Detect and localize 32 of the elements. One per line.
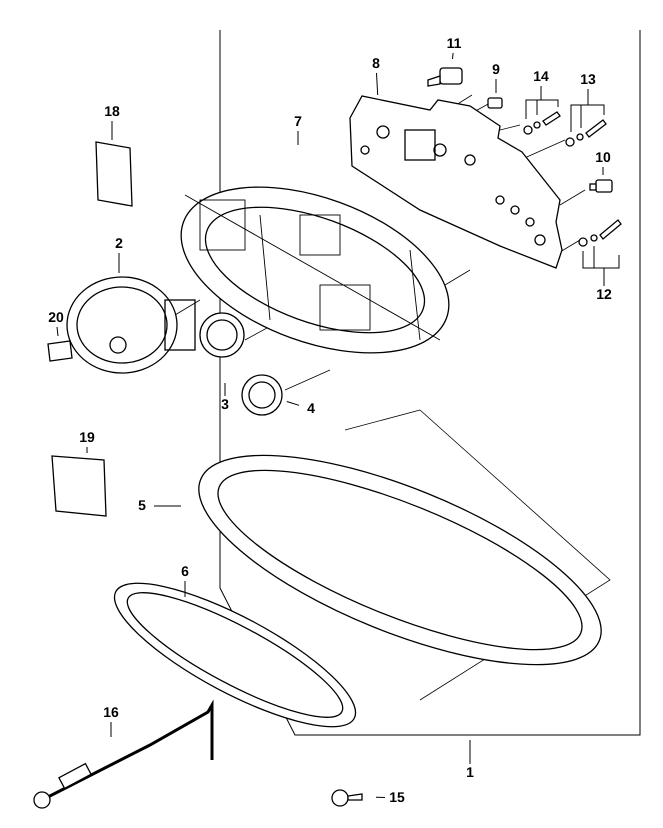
callout-number: 2 <box>107 235 131 253</box>
leader-line <box>110 722 112 738</box>
leader-line <box>588 88 604 116</box>
leader-line <box>452 52 454 60</box>
callout-number: 16 <box>99 704 123 722</box>
leader-line <box>118 252 120 274</box>
leader-line <box>376 72 378 96</box>
callout-number: 1 <box>458 764 482 782</box>
callout-number: 3 <box>213 396 237 414</box>
callout-number: 11 <box>442 35 466 53</box>
leader-line <box>602 166 604 176</box>
callout-number: 12 <box>592 286 616 304</box>
callout-number: 14 <box>529 68 553 86</box>
callout-number: 7 <box>286 113 310 131</box>
callout-number: 19 <box>75 429 99 447</box>
callout-number: 8 <box>364 55 388 73</box>
callout-number: 18 <box>100 103 124 121</box>
leader-line <box>184 580 186 598</box>
leader-line <box>224 382 226 396</box>
callout-number: 4 <box>299 400 323 418</box>
callout-number: 10 <box>591 149 615 167</box>
callout-number: 6 <box>173 563 197 581</box>
callout-number: 9 <box>484 61 508 79</box>
callout-number: 20 <box>44 309 68 327</box>
leader-line <box>286 401 300 406</box>
callout-number: 5 <box>130 497 154 515</box>
callout-number: 13 <box>576 71 600 89</box>
callout-number: 15 <box>385 789 409 807</box>
leader-line <box>604 254 620 286</box>
leader-line <box>86 446 88 454</box>
leader-line <box>376 796 386 798</box>
leader-line <box>56 326 58 336</box>
